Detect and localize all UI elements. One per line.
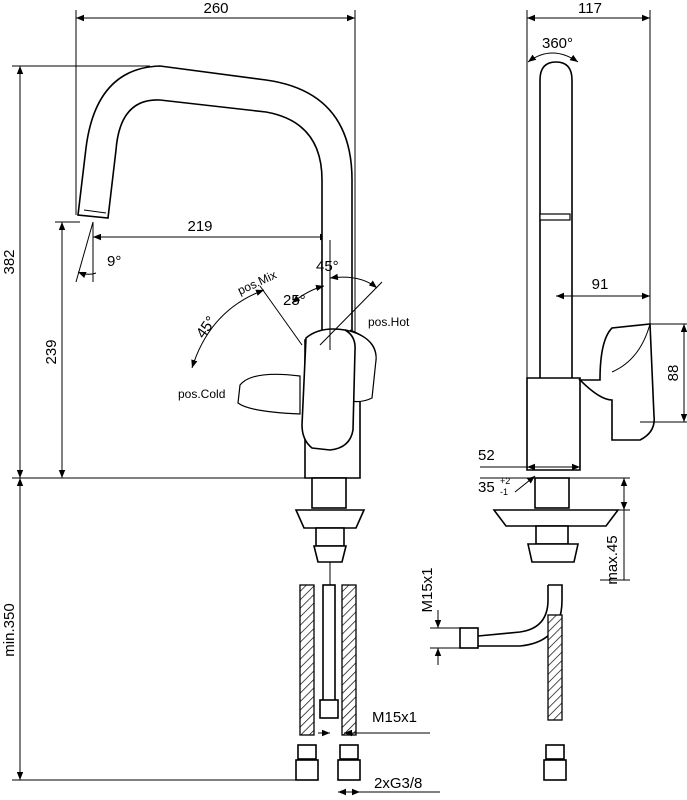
body-side: [526, 377, 581, 471]
dim-width-total: 260: [203, 0, 228, 17]
lever-cold-ghost: [237, 373, 301, 415]
dim-spout-angle: 9°: [107, 253, 121, 270]
spout: [77, 65, 353, 341]
dim-body-diameter: 52: [478, 447, 495, 464]
dim-lever-height: 88: [665, 365, 682, 382]
hose-right: [341, 584, 357, 736]
shank-side: [534, 477, 570, 509]
spout-side: [539, 61, 573, 381]
dim-hole-tol-plus: +2: [500, 476, 510, 486]
dim-hole-diameter: 35: [478, 479, 495, 496]
dim-lever-mix-angle: 25°: [283, 292, 306, 309]
dim-rotation: 360°: [542, 35, 573, 52]
front-view: 260 382 239 219 9°: [1, 0, 440, 796]
lever-mix: [301, 328, 356, 451]
dim-outlet-height: 239: [43, 339, 60, 364]
dim-lever-reach: 91: [592, 276, 609, 293]
dim-hose-length: min.350: [1, 603, 18, 656]
hose-side: [547, 614, 563, 721]
hose-bend: [477, 585, 549, 637]
dim-deck-thickness: max.45: [604, 535, 621, 584]
dim-height-total: 382: [1, 249, 18, 274]
dim-hose-thread-side: M15x1: [419, 567, 436, 612]
dim-spout-reach: 219: [187, 218, 212, 235]
dim-supply-connection: 2xG3/8: [374, 775, 422, 792]
hose-left: [299, 584, 315, 736]
shank: [311, 477, 347, 509]
dim-hole-tol-minus: -1: [500, 487, 508, 497]
dim-lever-hot-angle: 45°: [316, 258, 339, 275]
label-pos-cold: pos.Cold: [178, 387, 225, 401]
dim-hose-thread-front: M15x1: [372, 709, 417, 726]
dim-depth-total: 117: [578, 0, 602, 17]
side-view: 117 360° 91 88 52 35 +2 -1: [419, 0, 687, 781]
dim-lever-cold-angle: 45°: [193, 313, 220, 341]
fixing-plate: [294, 509, 366, 529]
label-pos-hot: pos.Hot: [368, 315, 410, 329]
